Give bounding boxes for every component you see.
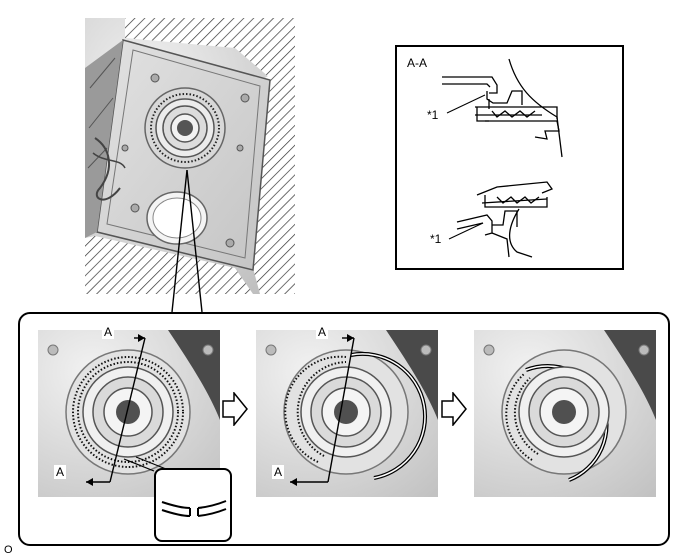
step-1-cut-label-bottom: A [54, 465, 67, 479]
step-1-detail-box [154, 468, 232, 542]
callout-label-upper: *1 [427, 108, 439, 122]
step-2-cut-label-bottom: A [272, 465, 285, 479]
step-2-illustration [256, 330, 438, 497]
step-arrow-1 [222, 392, 248, 426]
steps-frame [18, 312, 670, 546]
footer-code: O [4, 544, 13, 556]
step-1-detail-drawing [161, 500, 227, 517]
section-view-title: A-A [407, 56, 428, 70]
section-view-drawing [442, 58, 563, 258]
hatched-body-top [125, 18, 295, 78]
hatched-body-bottom [85, 236, 253, 294]
step-3-illustration [474, 330, 656, 497]
overview-illustration [85, 18, 295, 294]
step-2-cut-label-top: A [316, 325, 329, 339]
step-1-detail-leaders [123, 456, 167, 472]
callout-label-lower: *1 [430, 232, 442, 246]
step-arrow-2 [441, 392, 467, 426]
zoom-leader-lines [171, 170, 203, 313]
step-1-cut-label-top: A [102, 325, 115, 339]
